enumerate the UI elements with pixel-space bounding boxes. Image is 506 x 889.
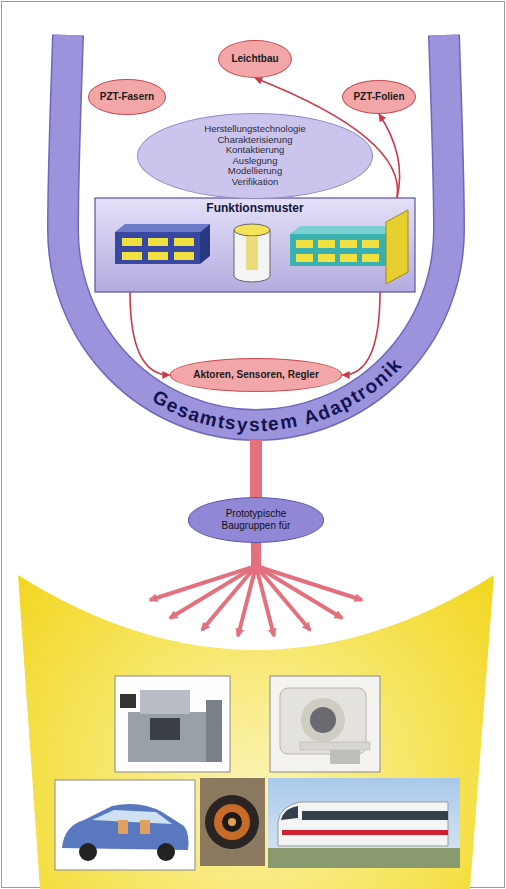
teal-module-part	[318, 240, 335, 248]
car-photo-part	[55, 780, 195, 870]
ellipse-label: Prototypische Baugruppen für	[215, 508, 297, 532]
blue-module-part	[115, 224, 210, 232]
method-list: Herstellungstechnologie Charakterisierun…	[204, 124, 305, 187]
teal-module-part	[362, 240, 379, 248]
car-photo-part	[62, 804, 189, 850]
blue-module-part	[148, 252, 168, 260]
train-photo-part	[302, 811, 448, 820]
turbine-photo-part	[222, 812, 242, 832]
turbine-photo-part	[205, 795, 259, 849]
teal-module-part	[296, 240, 313, 248]
method-ellipse: Herstellungstechnologie Charakterisierun…	[137, 113, 374, 199]
prototype-ellipse: Prototypische Baugruppen für	[188, 497, 323, 542]
ellipse-label: PZT-Folien	[353, 91, 404, 103]
topic-ellipse: Leichtbau	[218, 40, 292, 78]
band-label: Gesamtsystem Adaptronik	[144, 350, 411, 442]
car-photo-part	[79, 843, 97, 861]
band-letter: m	[278, 410, 298, 435]
mri-photo	[270, 676, 380, 772]
mri-photo-part	[310, 707, 336, 733]
car-photo	[55, 780, 195, 870]
fan-arrows-part	[256, 566, 362, 600]
machine-photo	[115, 676, 230, 772]
car-photo-part	[157, 843, 175, 861]
fan-arrows-part	[251, 542, 261, 568]
blue-module-part	[122, 252, 142, 260]
teal-module-part	[340, 254, 357, 262]
fan-arrows	[150, 542, 362, 636]
turbine-photo-part	[214, 804, 250, 840]
cylinder-sample	[234, 224, 270, 282]
train-photo-part	[282, 830, 448, 835]
band-letter: e	[267, 413, 280, 436]
blue-module-part	[148, 238, 168, 246]
machine-photo-part	[206, 700, 222, 762]
blue-module-part	[174, 238, 194, 246]
train-photo-part	[268, 848, 460, 868]
yellow-field	[18, 575, 494, 889]
blue-module-part	[200, 224, 210, 264]
fan-arrows-part	[256, 566, 342, 618]
teal-module-part	[290, 234, 386, 266]
mri-photo-part	[270, 676, 380, 772]
cylinder-sample-part	[234, 224, 270, 236]
box-title: Funktionsmuster	[95, 198, 415, 215]
teal-module-part	[296, 254, 313, 262]
turbine-photo	[200, 778, 265, 866]
ellipse-label: PZT-Fasern	[100, 91, 154, 103]
blue-module	[115, 224, 210, 264]
stem-connector	[250, 440, 262, 497]
car-photo-part	[118, 820, 128, 834]
machine-photo-part	[120, 694, 136, 708]
turbine-photo-part	[200, 778, 265, 866]
mri-photo-part	[330, 750, 360, 764]
blue-module-part	[174, 252, 194, 260]
adaptronik-arc-part	[63, 35, 449, 425]
ellipse-label: Leichtbau	[231, 53, 278, 65]
train-photo-part	[268, 778, 460, 868]
cylinder-sample-part	[246, 236, 258, 270]
flow-arrow	[342, 292, 380, 375]
topic-ellipse: PZT-Folien	[342, 80, 416, 114]
cylinder-sample-part	[234, 230, 270, 282]
train-photo	[268, 778, 460, 868]
teal-module	[290, 210, 408, 284]
machine-photo-part	[115, 676, 230, 772]
turbine-photo-part	[228, 818, 236, 826]
yellow-field-part	[18, 575, 494, 889]
blue-module-part	[122, 238, 142, 246]
sample-panel-part	[95, 198, 415, 292]
mri-photo-part	[300, 742, 370, 750]
teal-module-part	[318, 254, 335, 262]
mri-photo-part	[301, 698, 345, 742]
band-letter: y	[236, 413, 248, 436]
train-photo-part	[281, 806, 298, 820]
machine-photo-part	[140, 690, 190, 714]
teal-module-part	[362, 254, 379, 262]
band-letter: s	[224, 412, 237, 435]
fan-arrows-part	[238, 566, 256, 636]
flow-arrow	[379, 114, 400, 198]
band-letter: t	[260, 414, 267, 436]
flow-arrow	[130, 292, 170, 375]
topic-ellipse: PZT-Fasern	[88, 79, 166, 115]
teal-module-part	[290, 226, 396, 234]
car-photo-part	[140, 820, 150, 834]
train-photo-part	[278, 802, 448, 846]
ellipse-label: Aktoren, Sensoren, Regler	[193, 369, 319, 381]
adaptronik-arc-part	[63, 35, 449, 425]
sample-panel	[95, 198, 415, 292]
machine-photo-part	[150, 718, 180, 740]
car-photo-part	[92, 810, 172, 824]
band-letter: s	[249, 414, 260, 436]
result-ellipse: Aktoren, Sensoren, Regler	[170, 358, 343, 391]
blue-module-part	[115, 232, 200, 264]
adaptronik-arc	[63, 35, 449, 425]
machine-photo-part	[128, 712, 206, 762]
teal-module-part	[340, 240, 357, 248]
adaptronik-band: Gesamtsystem Adaptronik LeichtbauPZT-Fase…	[43, 28, 469, 440]
sample-box: Funktionsmuster	[95, 198, 415, 292]
teal-module-part	[386, 210, 408, 284]
